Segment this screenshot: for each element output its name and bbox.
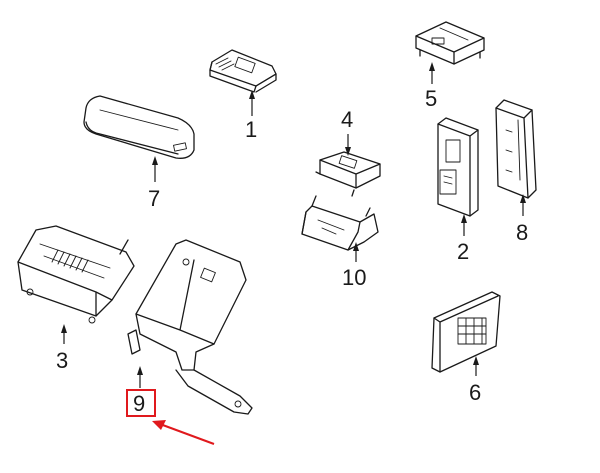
callout-4: 4 — [341, 107, 353, 132]
callout-7: 7 — [148, 186, 160, 211]
callout-10: 10 — [342, 265, 366, 290]
callout-6: 6 — [469, 380, 481, 405]
highlight-box — [126, 389, 156, 417]
part-8-plate — [495, 99, 537, 199]
callout-1: 1 — [245, 117, 257, 142]
part-9-bracket — [127, 239, 253, 415]
callout-8: 8 — [516, 220, 528, 245]
part-1-module — [209, 49, 277, 93]
callout-3: 3 — [56, 348, 68, 373]
leader-lines — [61, 62, 526, 388]
part-2-module — [437, 117, 479, 217]
part-6-module — [431, 291, 501, 373]
callout-9: 9 — [133, 391, 145, 416]
part-3-ecu — [17, 225, 135, 324]
callout-5: 5 — [425, 86, 437, 111]
callout-2: 2 — [457, 239, 469, 264]
highlight-arrowhead — [152, 420, 166, 430]
highlight-part-9 — [126, 389, 215, 445]
part-7-cover — [83, 95, 195, 159]
highlight-arrow — [159, 423, 215, 445]
part-4-module — [315, 151, 381, 197]
part-10-bracket — [301, 195, 379, 251]
part-5-module — [415, 21, 485, 65]
